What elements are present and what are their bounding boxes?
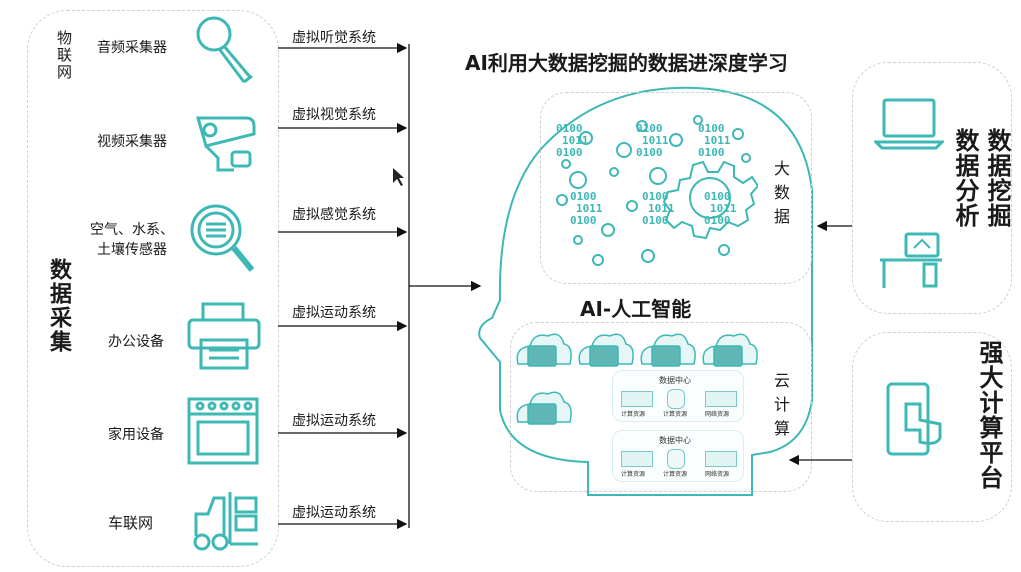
resource-label: 计算资源 bbox=[663, 471, 688, 478]
binary-text: 0100 bbox=[556, 146, 583, 159]
touch-device-icon bbox=[886, 382, 942, 456]
resource-label: 网络资源 bbox=[705, 411, 730, 418]
data-mining-label: 数据挖掘 bbox=[983, 128, 1011, 228]
data-collection-panel bbox=[27, 10, 279, 567]
resource-label: 计算资源 bbox=[663, 411, 688, 418]
binary-text: 1011 bbox=[562, 134, 589, 147]
system-label-motion-1: 虚拟运动系统 bbox=[292, 305, 376, 321]
device-label-home: 家用设备 bbox=[108, 427, 164, 443]
binary-text: 0100 bbox=[636, 146, 663, 159]
binary-text: 0100 bbox=[704, 190, 731, 203]
resource-label: 计算资源 bbox=[621, 471, 646, 478]
big-data-box bbox=[540, 92, 812, 284]
device-label-audio: 音频采集器 bbox=[97, 40, 167, 56]
system-label-motion-2: 虚拟运动系统 bbox=[292, 413, 376, 429]
desk-computer-icon bbox=[880, 232, 942, 288]
sensor-magnifier-icon bbox=[190, 204, 255, 272]
big-data-label: 大数据 bbox=[771, 160, 790, 232]
binary-text: 0100 bbox=[642, 214, 669, 227]
device-label-vehicle: 车联网 bbox=[108, 514, 154, 532]
binary-text: 1011 bbox=[710, 202, 737, 215]
resource-label: 网络资源 bbox=[705, 471, 730, 478]
binary-text: 0100 bbox=[570, 214, 597, 227]
cloud-server-icons bbox=[516, 333, 758, 425]
binary-text: 0100 bbox=[642, 190, 669, 203]
computing-platform-panel bbox=[852, 332, 1012, 522]
device-label-sensor-line1: 空气、水系、 bbox=[90, 222, 174, 238]
head-outline bbox=[478, 86, 813, 496]
head-title: AI利用大数据挖掘的数据进深度学习 bbox=[465, 51, 788, 75]
data-analysis-label: 数据分析 bbox=[951, 128, 979, 228]
oven-icon bbox=[187, 397, 259, 465]
camera-icon bbox=[196, 116, 256, 172]
laptop-icon bbox=[874, 98, 944, 150]
server-rack-icon bbox=[621, 391, 653, 407]
binary-text: 1011 bbox=[704, 134, 731, 147]
network-icon bbox=[705, 391, 737, 407]
data-center-title: 数据中心 bbox=[659, 376, 691, 385]
binary-text: 0100 bbox=[698, 146, 725, 159]
microphone-icon bbox=[196, 16, 253, 84]
binary-text: 0100 bbox=[556, 122, 583, 135]
device-label-video: 视频采集器 bbox=[97, 134, 167, 150]
database-icon bbox=[667, 389, 685, 409]
data-center-title: 数据中心 bbox=[659, 436, 691, 445]
cloud-label: 云计算 bbox=[771, 372, 790, 444]
binary-text: 0100 bbox=[636, 122, 663, 135]
system-label-vision: 虚拟视觉系统 bbox=[292, 107, 376, 123]
binary-text: 0100 bbox=[570, 190, 597, 203]
database-icon bbox=[667, 449, 685, 469]
printer-icon bbox=[187, 302, 261, 370]
binary-text: 1011 bbox=[648, 202, 675, 215]
binary-text: 1011 bbox=[576, 202, 603, 215]
binary-text: 0100 bbox=[698, 122, 725, 135]
data-collection-label: 数据采集 bbox=[46, 258, 71, 354]
data-mining-panel bbox=[852, 62, 1012, 314]
resource-label: 计算资源 bbox=[621, 411, 646, 418]
data-center-panel: 数据中心 计算资源 计算资源 网络资源 bbox=[612, 430, 744, 482]
cloud-box bbox=[510, 322, 812, 492]
forklift-icon bbox=[193, 492, 258, 551]
binary-text: 0100 bbox=[704, 214, 731, 227]
ai-label: AI-人工智能 bbox=[580, 297, 692, 321]
binary-text: 1011 bbox=[642, 134, 669, 147]
computing-platform-label: 强大计算平台 bbox=[975, 340, 1003, 490]
data-center-panel: 数据中心 计算资源 计算资源 网络资源 bbox=[612, 370, 744, 422]
device-label-sensor-line2: 土壤传感器 bbox=[97, 242, 167, 258]
big-data-graphic: 0100 1011 0100 0100 1011 0100 0100 1011 … bbox=[556, 115, 758, 266]
system-label-hearing: 虚拟听觉系统 bbox=[292, 30, 376, 46]
system-label-sensation: 虚拟感觉系统 bbox=[292, 207, 376, 223]
iot-label: 物联网 bbox=[55, 30, 73, 81]
server-rack-icon bbox=[621, 451, 653, 467]
network-icon bbox=[705, 451, 737, 467]
device-label-office: 办公设备 bbox=[108, 334, 164, 350]
system-label-motion-3: 虚拟运动系统 bbox=[292, 505, 376, 521]
